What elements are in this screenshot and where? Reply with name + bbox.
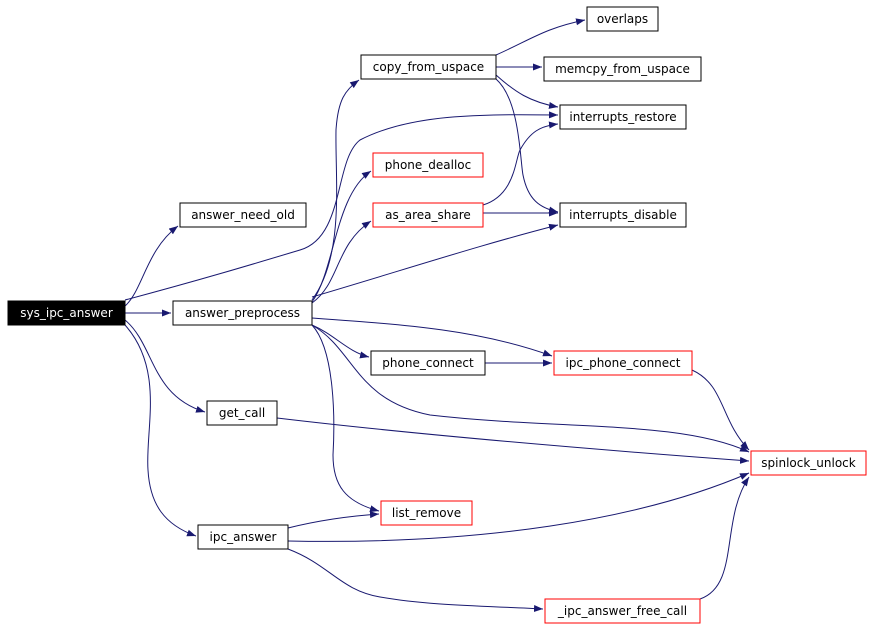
node-list-remove[interactable]: list_remove (380, 500, 473, 526)
edges-layer (124, 18, 750, 612)
node-phone-dealloc[interactable]: phone_dealloc (372, 152, 484, 178)
node-label: answer_need_old (191, 208, 295, 222)
edge-answer-preprocess-to-copy-from-uspace (311, 79, 360, 301)
node-get-call[interactable]: get_call (206, 400, 278, 426)
node-label: answer_preprocess (185, 306, 300, 320)
node-label: ipc_phone_connect (566, 356, 681, 370)
edge-ipc-answer-to-list-remove (287, 511, 380, 529)
node-box (543, 56, 702, 82)
node-label: get_call (219, 406, 265, 420)
edge-copy-from-uspace-to-overlaps (495, 18, 586, 56)
node-box (559, 104, 687, 130)
edge-answer-preprocess-to-as-area-share (311, 220, 372, 304)
node-label: phone_dealloc (385, 158, 472, 172)
node-answer-need-old[interactable]: answer_need_old (179, 202, 307, 228)
edge-copy-from-uspace-to-interrupts-disable (495, 78, 559, 214)
node-ipc-answer[interactable]: ipc_answer (197, 524, 289, 550)
node-ipc-phone-connect[interactable]: ipc_phone_connect (553, 350, 693, 376)
node-label: sys_ipc_answer (20, 306, 113, 320)
node-box (197, 524, 289, 550)
node-label: phone_connect (382, 356, 474, 370)
edge-ipc-answer-to-spinlock-unlock (287, 472, 750, 542)
edge-sys-ipc-answer-to-answer-need-old (124, 225, 179, 307)
node-label: overlaps (597, 12, 648, 26)
edge-answer-preprocess-to-list-remove (311, 324, 380, 513)
edge-answer-preprocess-to-phone-dealloc (311, 170, 372, 303)
edge-copy-from-uspace-to-interrupts-restore (495, 74, 559, 109)
node-copy-from-uspace[interactable]: copy_from_uspace (360, 54, 497, 80)
node-box (7, 300, 126, 326)
node-interrupts-restore[interactable]: interrupts_restore (559, 104, 687, 130)
node-box (372, 202, 484, 228)
edge-ipc-phone-connect-to-spinlock-unlock (691, 369, 750, 451)
edge-as-area-share-to-interrupts-restore (482, 121, 559, 206)
node-label: _ipc_answer_free_call (557, 604, 687, 618)
node-box (586, 6, 659, 32)
node-memcpy-from-uspace[interactable]: memcpy_from_uspace (543, 56, 702, 82)
edge-get-call-to-spinlock-unlock (276, 417, 750, 464)
node-as-area-share[interactable]: as_area_share (372, 202, 484, 228)
edge-answer-preprocess-to-ipc-phone-connect (311, 317, 553, 357)
node-interrupts-disable[interactable]: interrupts_disable (559, 202, 687, 228)
node-box (750, 450, 867, 476)
nodes-layer: sys_ipc_answer answer_preprocess answer_ne… (7, 6, 867, 624)
node-label: ipc_answer (210, 530, 277, 544)
node-box (553, 350, 693, 376)
node-box (380, 500, 473, 526)
edge-sys-ipc-answer-to-ipc-answer (124, 324, 197, 537)
node-sys-ipc-answer: sys_ipc_answer (7, 300, 126, 326)
node-box (360, 54, 497, 80)
edge-answer-preprocess-to-interrupts-disable (311, 223, 559, 298)
node-box (370, 350, 486, 376)
node-answer-preprocess[interactable]: answer_preprocess (172, 300, 313, 326)
node-box (179, 202, 307, 228)
edge-sys-ipc-answer-to-interrupts-restore (124, 111, 559, 301)
node-box (544, 598, 701, 624)
edge-ipc-answer-to--ipc-answer-free-call (287, 548, 544, 612)
node-box (372, 152, 484, 178)
edge-sys-ipc-answer-to-get-call (124, 319, 206, 413)
node-label: memcpy_from_uspace (555, 62, 690, 76)
node-box (206, 400, 278, 426)
node-label: copy_from_uspace (373, 60, 484, 74)
node-label: interrupts_restore (569, 110, 676, 124)
node-box (172, 300, 313, 326)
node-label: interrupts_disable (569, 208, 677, 222)
edge-answer-preprocess-to-spinlock-unlock (311, 324, 750, 453)
node-box (559, 202, 687, 228)
node-label: as_area_share (385, 208, 471, 222)
node-phone-connect[interactable]: phone_connect (370, 350, 486, 376)
edge--ipc-answer-free-call-to-spinlock-unlock (699, 476, 750, 600)
node-label: list_remove (392, 506, 461, 520)
node-ipc-answer-free-call[interactable]: _ipc_answer_free_call (544, 598, 701, 624)
node-overlaps[interactable]: overlaps (586, 6, 659, 32)
node-label: spinlock_unlock (761, 456, 856, 470)
node-spinlock-unlock[interactable]: spinlock_unlock (750, 450, 867, 476)
edge-answer-preprocess-to-phone-connect (311, 324, 370, 359)
